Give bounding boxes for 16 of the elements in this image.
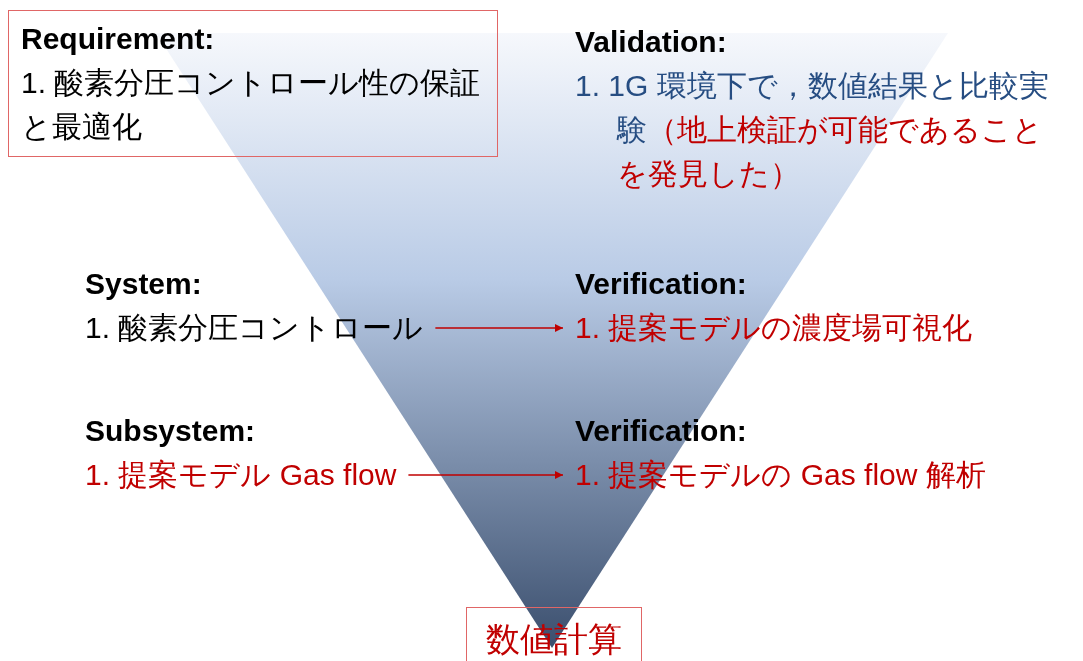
arrow	[407, 471, 564, 479]
heading: System:	[85, 266, 203, 302]
item-text: 1. 提案モデルの濃度場可視化	[575, 310, 973, 346]
arrow	[434, 324, 564, 332]
item-text: 1. 提案モデル Gas flow	[85, 457, 397, 493]
item-text: 1. 提案モデルの Gas flow 解析	[575, 457, 986, 493]
outlined-box	[466, 607, 642, 661]
heading: Subsystem:	[85, 413, 257, 449]
outlined-box	[8, 10, 498, 157]
item-text: 1. 酸素分圧コントロール性の保証と最適化	[21, 65, 482, 145]
heading: Validation:	[575, 24, 728, 60]
item-text: 数値計算	[485, 619, 623, 660]
heading: Requirement:	[21, 21, 216, 57]
heading: Verification:	[575, 266, 748, 302]
item-text: 1. 1G 環境下で，数値結果と比較実験（地上検証が可能であることを発見した）	[575, 68, 1050, 192]
item-text: 1. 酸素分圧コントロール	[85, 310, 424, 346]
